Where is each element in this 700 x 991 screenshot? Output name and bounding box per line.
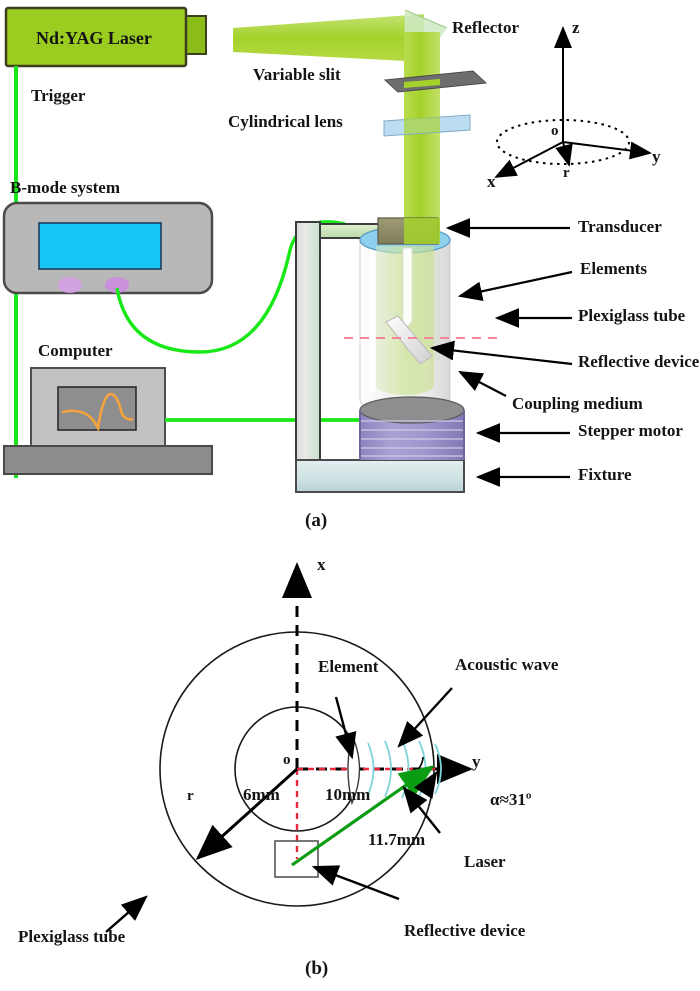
reflective-device-square <box>274 840 319 878</box>
callout-elements: Elements <box>580 259 648 278</box>
reflective-device-label-b: Reflective device <box>404 921 526 940</box>
arrow-acoustic-wave <box>397 687 453 748</box>
axis-y <box>562 141 652 160</box>
cylindrical-lens-label: Cylindrical lens <box>228 112 343 131</box>
reflector-label: Reflector <box>452 18 520 37</box>
callout-stepper-motor: Stepper motor <box>578 421 683 440</box>
plexiglass-tube-label-b: Plexiglass tube <box>18 927 126 946</box>
computer-screen <box>57 386 137 431</box>
element-label: Element <box>318 657 379 676</box>
stepper-motor-shape <box>359 396 465 460</box>
computer-shape <box>3 367 213 475</box>
axis-r <box>555 141 573 167</box>
fixture-base <box>295 459 465 493</box>
callout-reflective-device: Reflective device <box>578 352 700 371</box>
arrow-plexiglass-tube-b <box>105 895 148 933</box>
laser-path-length-label: 11.7mm <box>368 830 426 849</box>
radius-arrow-r <box>195 767 299 861</box>
axis-z-label: z <box>572 18 580 37</box>
laser-label-b: Laser <box>464 852 506 871</box>
panel-b-label: (b) <box>305 958 329 979</box>
arrow-reflective-device <box>429 340 573 366</box>
panel-a-diagram <box>2 6 652 493</box>
variable-slit-shape <box>383 70 488 93</box>
axes-origin-label: o <box>551 123 559 139</box>
bmode-screen <box>38 222 162 270</box>
callout-arrows-a <box>429 218 573 487</box>
inner-radius-label: 6mm <box>243 785 280 804</box>
computer-base <box>3 445 213 475</box>
callout-fixture: Fixture <box>578 465 632 484</box>
elements-shape <box>402 247 413 331</box>
trigger-label: Trigger <box>31 86 86 105</box>
element-distance-label: 10mm <box>325 785 371 804</box>
arrow-elements <box>457 270 573 302</box>
callout-transducer: Transducer <box>578 217 662 236</box>
arrow-angle-vertex <box>414 770 438 800</box>
panel-b-axis-y-label: y <box>472 752 481 771</box>
angle-label: α≈31º <box>490 790 532 809</box>
axis-r-label: r <box>563 165 570 181</box>
panel-b-diagram <box>105 562 473 933</box>
arrow-laser <box>402 786 441 834</box>
acoustic-wave-label: Acoustic wave <box>455 655 559 674</box>
callout-coupling-medium: Coupling medium <box>512 394 643 413</box>
bmode-label: B-mode system <box>10 178 121 197</box>
laser-body <box>4 6 188 68</box>
laser-label: Nd:YAG Laser <box>36 28 152 48</box>
transducer-shape <box>377 217 440 245</box>
motor-top <box>359 396 465 424</box>
callout-arrows-b <box>105 687 453 933</box>
laser-path-line <box>291 765 435 867</box>
bmode-system-shape <box>2 201 214 295</box>
arrow-reflective-device-b <box>311 865 400 901</box>
angle-arc <box>417 756 424 770</box>
arrow-element <box>334 696 357 760</box>
panel-b-axis-x-label: x <box>317 555 326 574</box>
laser-beam-vertical <box>404 32 440 238</box>
laser-beam-horizontal <box>233 14 424 62</box>
bmode-port-left <box>58 277 82 293</box>
panel-b-origin-label: o <box>283 752 291 768</box>
coordinate-axes-3d <box>494 26 652 178</box>
axis-y-label: y <box>652 147 661 166</box>
bmode-port-right <box>105 277 129 293</box>
axis-x <box>494 141 564 178</box>
callout-plexiglass-tube: Plexiglass tube <box>578 306 686 325</box>
variable-slit-label: Variable slit <box>253 65 341 84</box>
arrow-coupling-medium <box>458 370 507 397</box>
waveform-trace <box>61 392 134 433</box>
radius-label-r: r <box>187 788 194 804</box>
panel-a-label: (a) <box>305 510 328 531</box>
axis-x-label: x <box>487 172 496 191</box>
axes-ellipse <box>496 119 630 165</box>
cylindrical-lens-shape <box>383 114 471 137</box>
computer-label: Computer <box>38 341 113 360</box>
